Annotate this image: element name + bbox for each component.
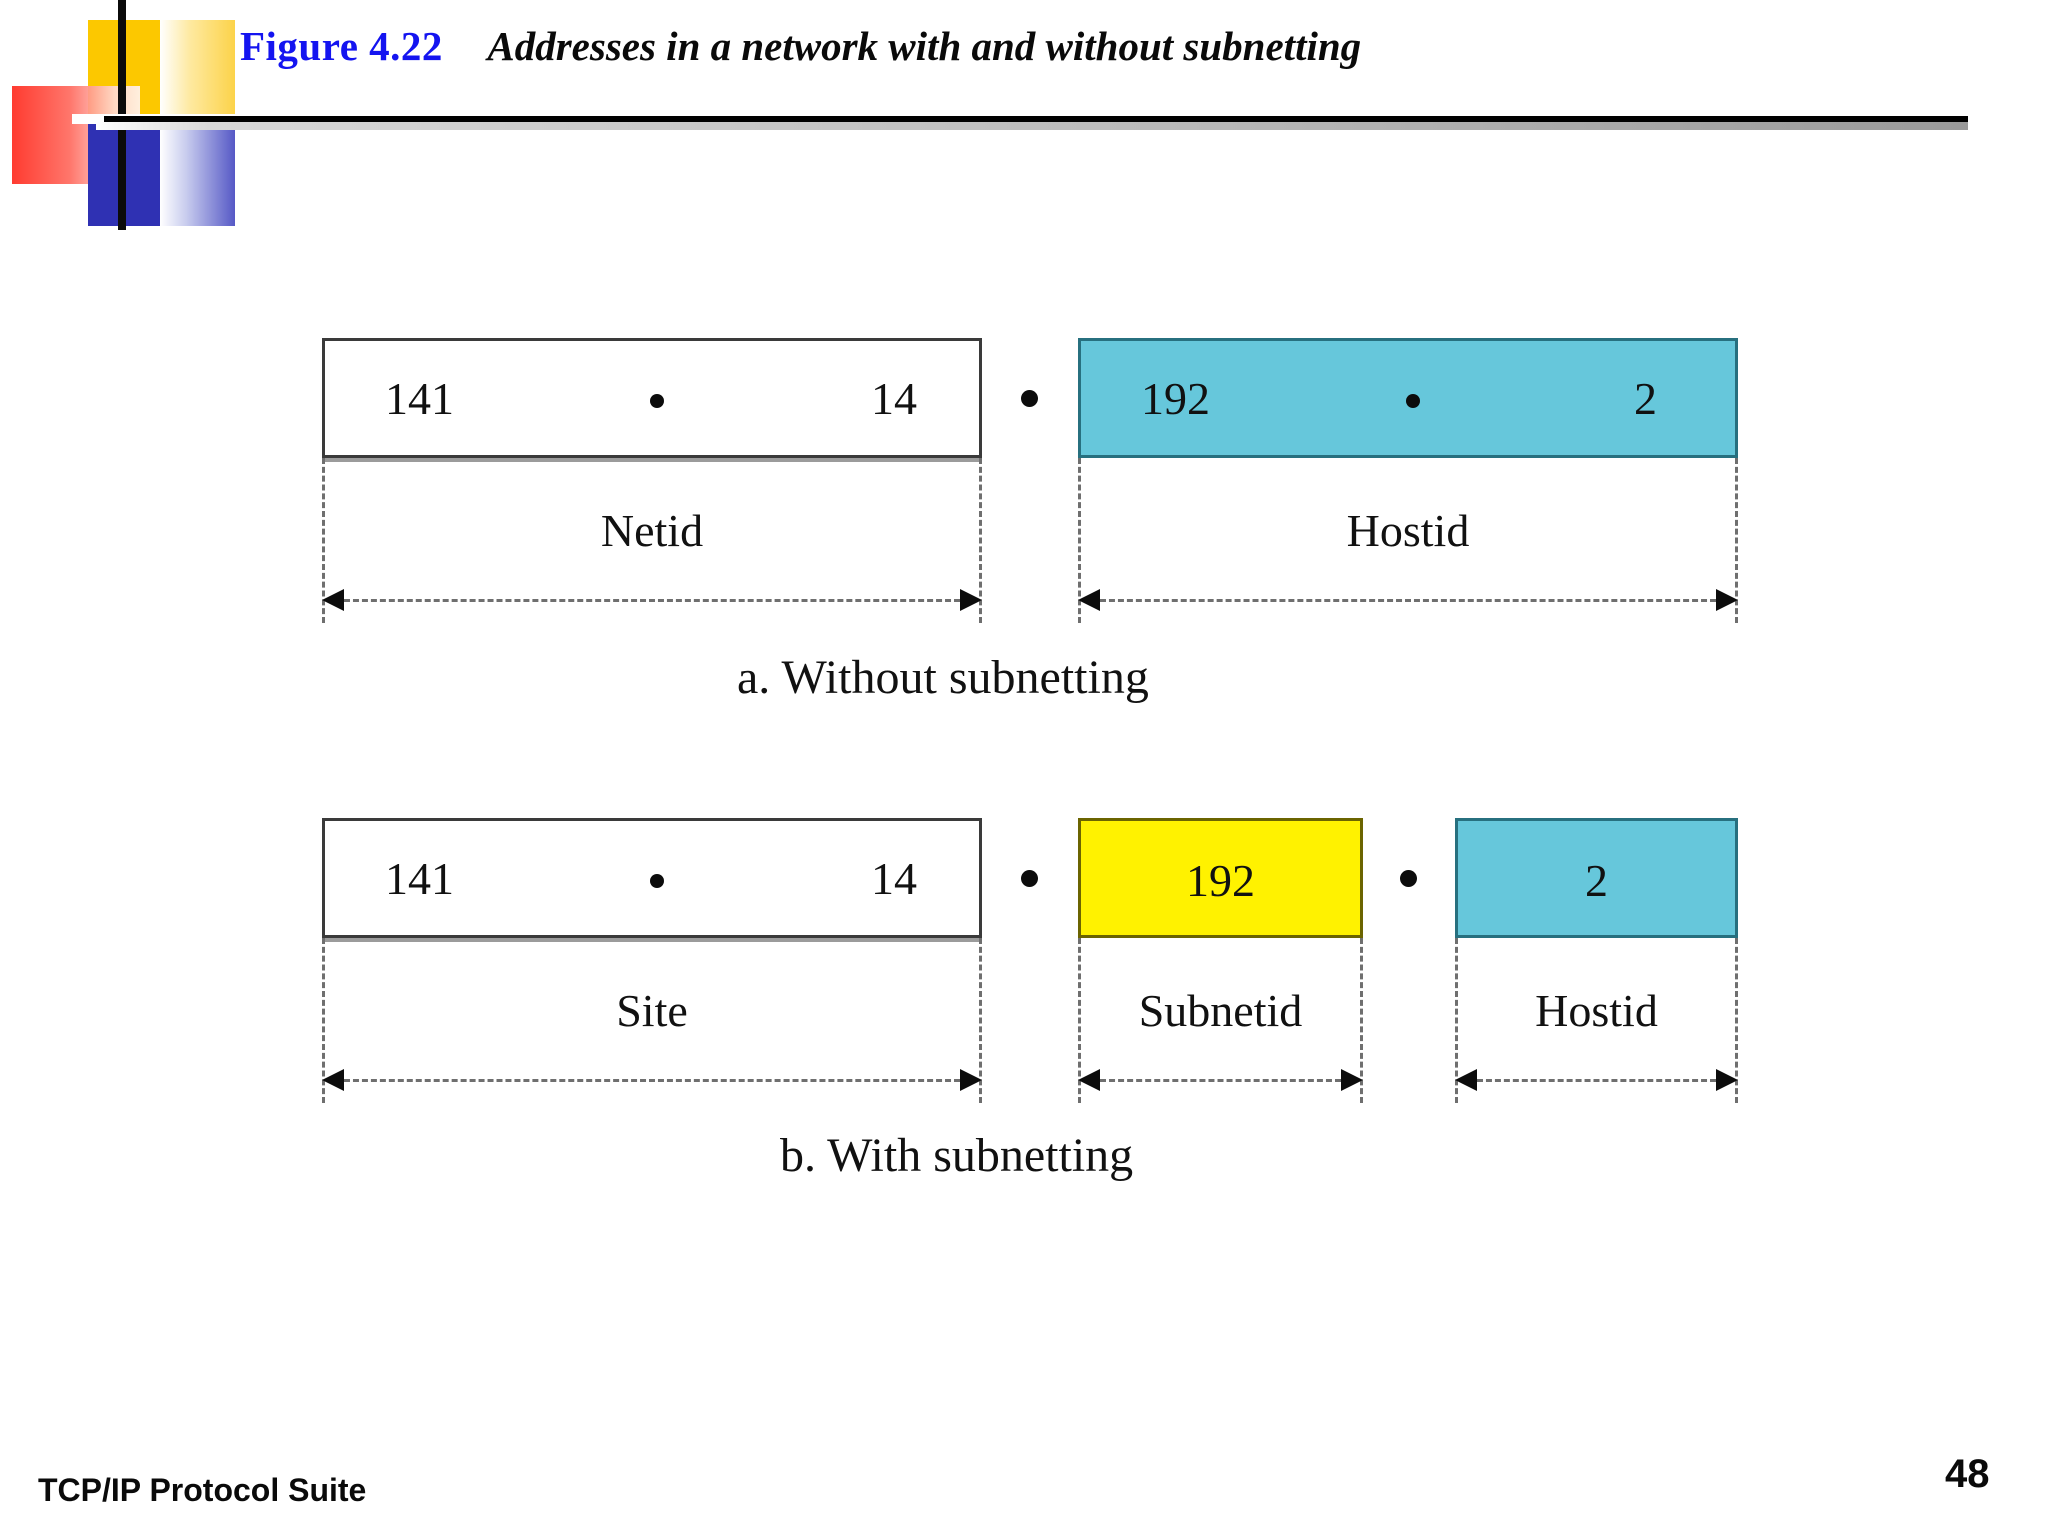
brace-arrow-right-icon bbox=[1716, 1069, 1738, 1091]
diagram-b-subnet-host-separator-icon bbox=[1400, 870, 1417, 887]
diagram-b-caption: b. With subnetting bbox=[780, 1129, 1134, 1182]
diagram-b-site-box: 141 14 bbox=[322, 818, 982, 938]
brace-right-edge bbox=[1735, 458, 1738, 623]
brace-left-edge bbox=[1455, 938, 1458, 1103]
diagram-a-netid-hostid-separator-icon bbox=[1021, 390, 1038, 407]
diagram-b-site-label: Site bbox=[616, 985, 688, 1036]
brace-left-edge bbox=[1078, 938, 1081, 1103]
diagram-b-site-brace: Site bbox=[322, 938, 982, 1103]
brace-arrow-right-icon bbox=[960, 589, 982, 611]
brace-right-edge bbox=[1735, 938, 1738, 1103]
figure-caption-title: Addresses in a network with and without … bbox=[487, 23, 1362, 69]
logo-blue-gradient-icon bbox=[160, 116, 235, 226]
diagram-a-hostid-box: 192 2 bbox=[1078, 338, 1738, 458]
diagram-b-hostid-label: Hostid bbox=[1535, 985, 1658, 1036]
diagram-a-octet1: 141 bbox=[385, 372, 454, 424]
footer-page-number: 48 bbox=[1945, 1452, 1990, 1496]
figure-number: Figure 4.22 bbox=[240, 23, 443, 69]
brace-arrow-right-icon bbox=[1716, 589, 1738, 611]
diagram-b-octet-separator-icon bbox=[650, 874, 664, 888]
diagram-b-octet3: 192 bbox=[1186, 855, 1255, 906]
brace-right-edge bbox=[979, 938, 982, 1103]
diagram-a-caption: a. Without subnetting bbox=[737, 651, 1149, 704]
diagram-a-octet-separator-2-icon bbox=[1406, 394, 1420, 408]
brace-left-edge bbox=[1078, 458, 1081, 623]
diagram-b-octet1: 141 bbox=[385, 852, 454, 904]
brace-arrow-line bbox=[1100, 599, 1716, 602]
title-divider bbox=[0, 116, 2048, 130]
diagram-a-netid-label: Netid bbox=[600, 505, 704, 556]
brace-arrow-left-icon bbox=[1078, 1069, 1100, 1091]
brace-right-edge bbox=[1360, 938, 1363, 1103]
footer-book-title: TCP/IP Protocol Suite bbox=[38, 1472, 367, 1508]
brace-arrow-line bbox=[344, 1079, 960, 1082]
slide-decoration-logo bbox=[0, 0, 300, 250]
diagram-a-octet-separator-icon bbox=[650, 394, 664, 408]
title-divider-shadow bbox=[96, 122, 1968, 130]
brace-arrow-line bbox=[1100, 1079, 1341, 1082]
logo-yellow-gradient-icon bbox=[160, 20, 235, 118]
diagram-b-hostid-brace: Hostid bbox=[1455, 938, 1738, 1103]
brace-arrow-right-icon bbox=[960, 1069, 982, 1091]
brace-right-edge bbox=[979, 458, 982, 623]
brace-left-edge bbox=[322, 458, 325, 623]
diagram-b-hostid-box: 2 bbox=[1455, 818, 1738, 938]
brace-arrow-left-icon bbox=[1078, 589, 1100, 611]
diagram-a-octet4: 2 bbox=[1634, 372, 1657, 424]
brace-arrow-left-icon bbox=[322, 589, 344, 611]
diagram-a-netid-box: 141 14 bbox=[322, 338, 982, 458]
brace-arrow-right-icon bbox=[1341, 1069, 1363, 1091]
title-divider-line bbox=[104, 116, 1968, 122]
diagram-a-hostid-label: Hostid bbox=[1346, 505, 1470, 556]
diagram-b-subnetid-brace: Subnetid bbox=[1078, 938, 1363, 1103]
diagram-b-subnetid-box: 192 bbox=[1078, 818, 1363, 938]
brace-arrow-left-icon bbox=[322, 1069, 344, 1091]
diagram-a-hostid-brace: Hostid bbox=[1078, 458, 1738, 623]
brace-arrow-line bbox=[1477, 1079, 1716, 1082]
diagram-a-octet3: 192 bbox=[1141, 372, 1210, 424]
brace-arrow-left-icon bbox=[1455, 1069, 1477, 1091]
diagram-b-subnetid-label: Subnetid bbox=[1138, 985, 1303, 1036]
brace-left-edge bbox=[322, 938, 325, 1103]
diagram-b-octet4: 2 bbox=[1585, 855, 1608, 906]
slide-title: Figure 4.22 Addresses in a network with … bbox=[240, 22, 1960, 82]
diagram-b-octet2: 14 bbox=[871, 852, 917, 904]
brace-arrow-line bbox=[344, 599, 960, 602]
diagram-b-site-subnet-separator-icon bbox=[1021, 870, 1038, 887]
diagram-a-octet2: 14 bbox=[871, 372, 917, 424]
diagram-a-netid-brace: Netid bbox=[322, 458, 982, 623]
